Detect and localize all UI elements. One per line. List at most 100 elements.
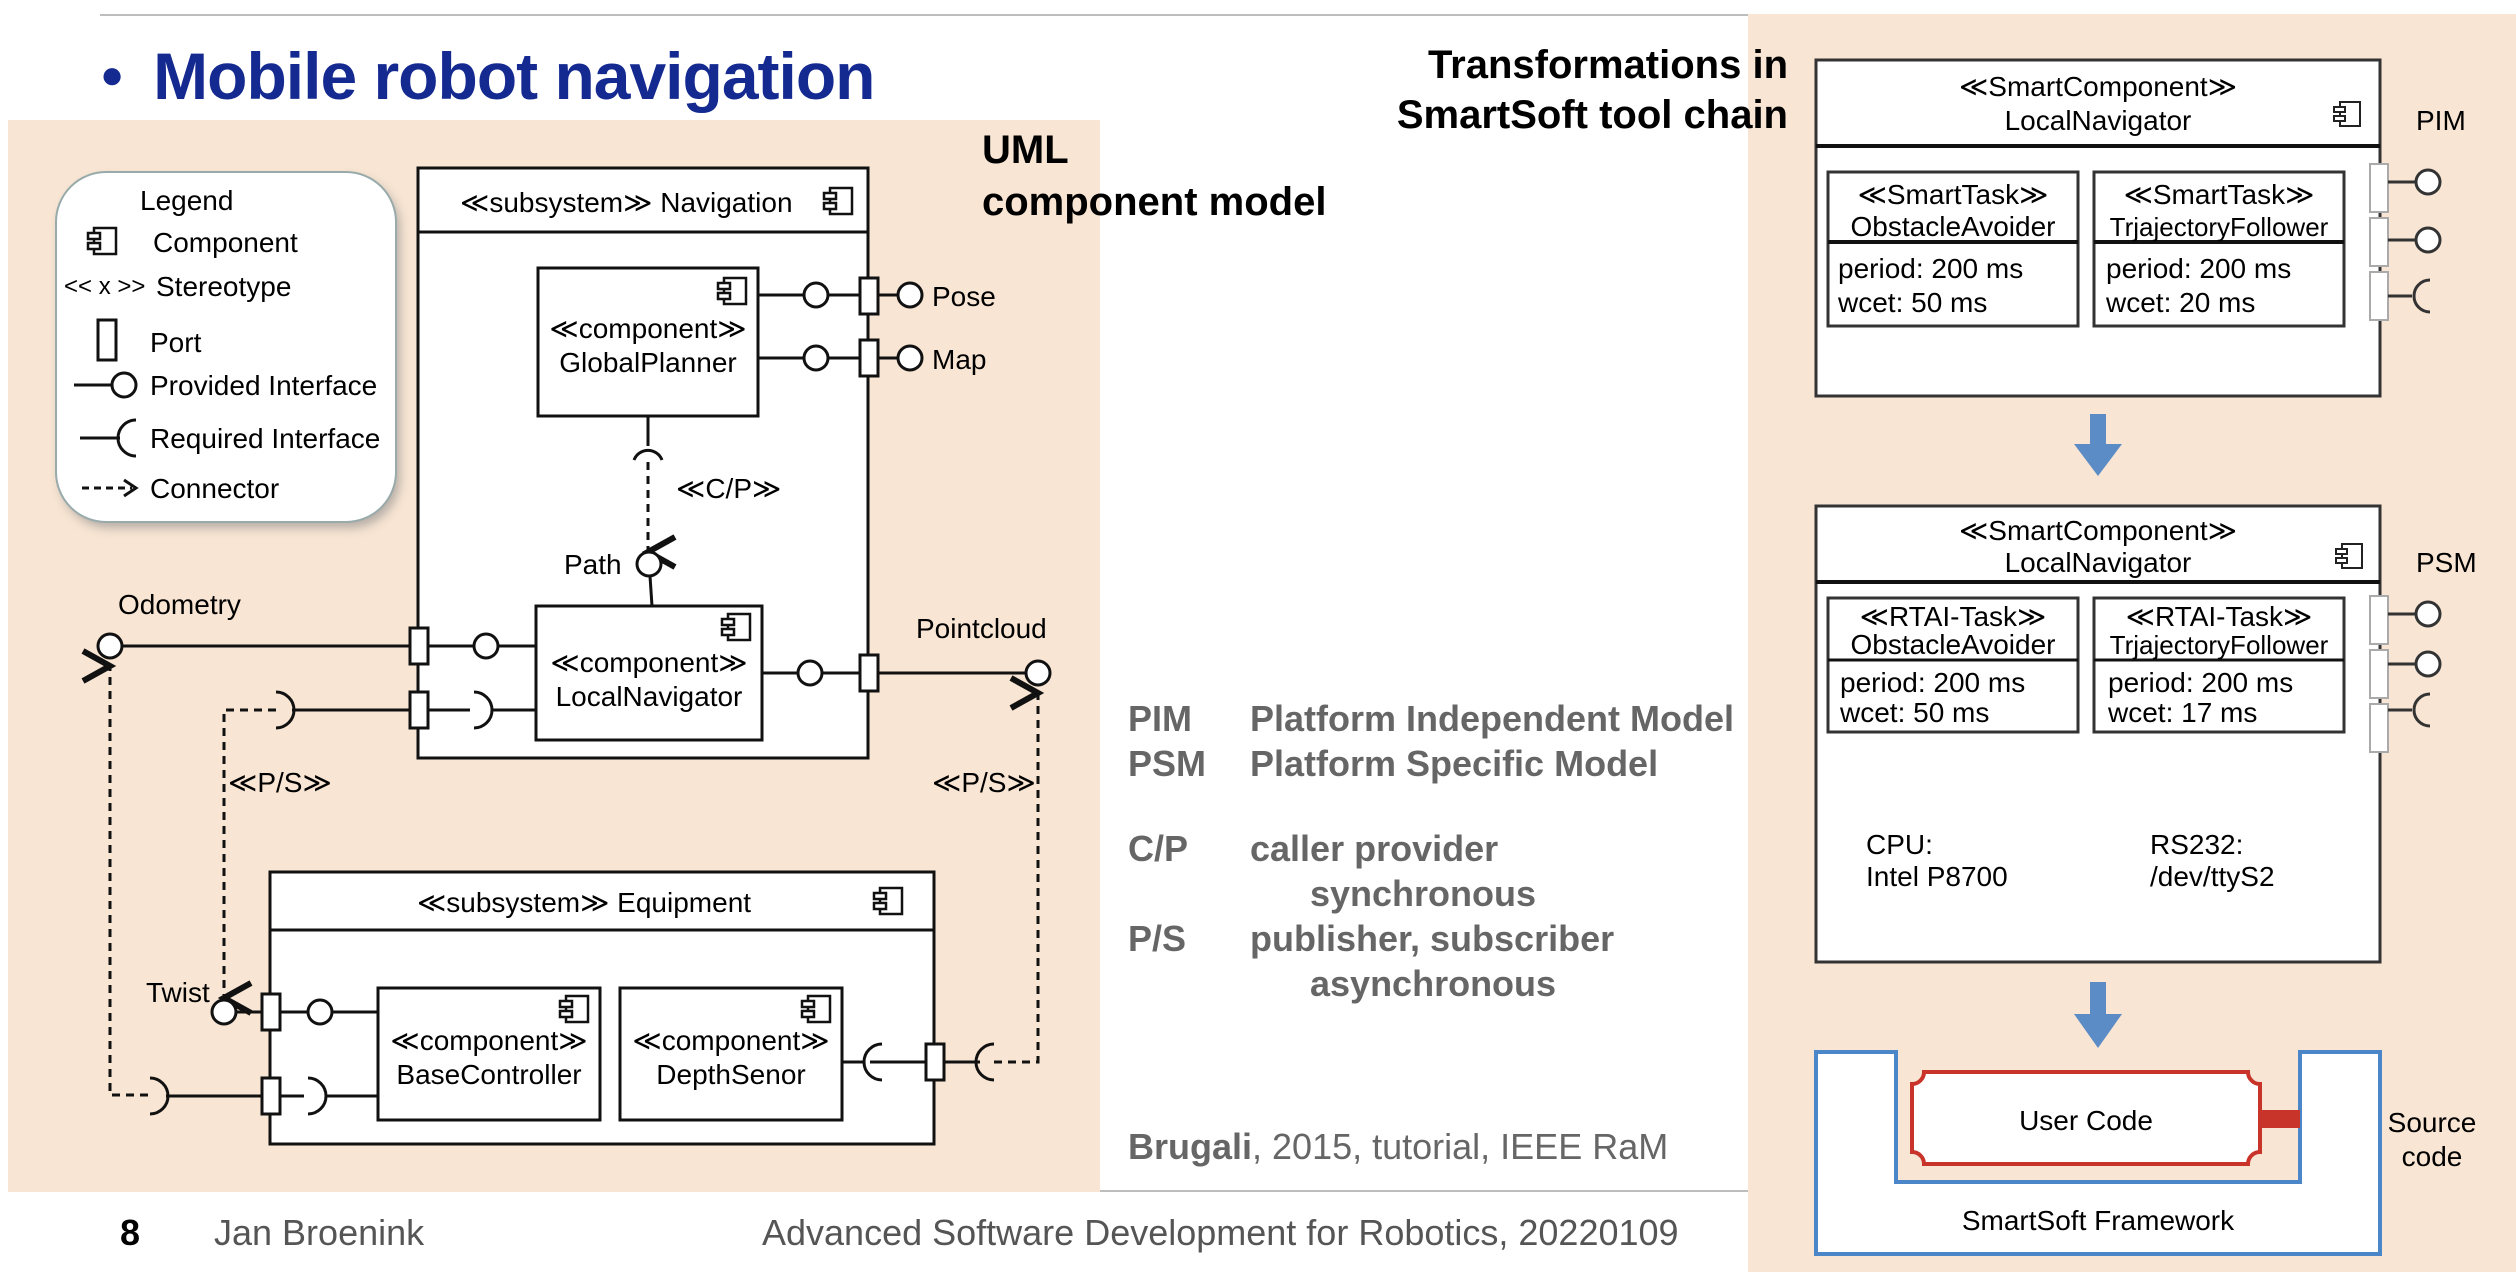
svg-text:≪C/P≫: ≪C/P≫ xyxy=(676,473,781,504)
odometry-required-interface xyxy=(149,1076,378,1116)
navigation-subsystem-title: ≪subsystem≫ Navigation xyxy=(460,187,793,218)
psm-ports xyxy=(2369,595,2442,753)
glossary-ps-detail: asynchronous xyxy=(1310,963,1557,1004)
psm-task-obstacleavoider: ≪RTAI-Task≫ ObstacleAvoider period: 200 … xyxy=(1826,596,2080,734)
smartsoft-panel: ≪SmartComponent≫ LocalNavigator PIM ≪Sma… xyxy=(1748,14,2516,1272)
footer-author: Jan Broenink xyxy=(214,1212,425,1253)
svg-text:≪component≫: ≪component≫ xyxy=(390,1025,587,1056)
cpu-value: Intel P8700 xyxy=(1866,861,2008,892)
cp-connector: ≪C/P≫ Path xyxy=(564,416,781,607)
rs232-value: /dev/ttyS2 xyxy=(2150,861,2275,892)
rs232-label: RS232: xyxy=(2150,829,2243,860)
bullet-dot: ● xyxy=(100,53,124,98)
footer-course: Advanced Software Development for Roboti… xyxy=(762,1212,1679,1253)
legend-box: Legend Component << x >> Stereotype Port… xyxy=(55,171,400,528)
svg-text:GlobalPlanner: GlobalPlanner xyxy=(559,347,736,378)
svg-text:period: 200 ms: period: 200 ms xyxy=(1838,253,2023,284)
map-interface: Map xyxy=(758,338,986,378)
psm-task-trajectoryfollower: ≪RTAI-Task≫ TrjajectoryFollower period: … xyxy=(2092,596,2346,734)
component-globalplanner: ≪component≫ GlobalPlanner xyxy=(536,266,760,418)
svg-text:TrjajectoryFollower: TrjajectoryFollower xyxy=(2110,630,2329,660)
smartsoft-diagram: ≪SmartComponent≫ LocalNavigator PIM ≪Sma… xyxy=(1814,58,2477,1256)
slide-title: ●Mobile robot navigation xyxy=(100,39,875,113)
svg-text:≪SmartTask≫: ≪SmartTask≫ xyxy=(2124,179,2315,210)
svg-text:LocalNavigator: LocalNavigator xyxy=(556,681,743,712)
pim-task-obstacleavoider: ≪SmartTask≫ ObstacleAvoider period: 200 … xyxy=(1826,170,2080,328)
svg-text:≪SmartTask≫: ≪SmartTask≫ xyxy=(1858,179,2049,210)
component-depthsenor: ≪component≫ DepthSenor xyxy=(618,986,844,1122)
svg-text:ObstacleAvoider: ObstacleAvoider xyxy=(1851,211,2056,242)
svg-text:Pose: Pose xyxy=(932,281,996,312)
legend-required-label: Required Interface xyxy=(150,423,380,454)
psm-smartcomponent: ≪SmartComponent≫ LocalNavigator PSM ≪RTA… xyxy=(1814,504,2477,964)
svg-text:DepthSenor: DepthSenor xyxy=(656,1059,805,1090)
legend-provided-label: Provided Interface xyxy=(150,370,377,401)
legend-port-label: Port xyxy=(150,327,202,358)
page-number: 8 xyxy=(120,1212,141,1253)
svg-text:LocalNavigator: LocalNavigator xyxy=(2005,105,2192,136)
svg-text:≪RTAI-Task≫: ≪RTAI-Task≫ xyxy=(1860,601,2047,632)
twist-interface: Twist xyxy=(146,977,378,1032)
svg-text:≪component≫: ≪component≫ xyxy=(550,647,747,678)
component-localnavigator: ≪component≫ LocalNavigator xyxy=(534,604,764,742)
svg-text:period: 200 ms: period: 200 ms xyxy=(2108,667,2293,698)
svg-text:≪component≫: ≪component≫ xyxy=(549,313,746,344)
uml-component-model-label: UML component model xyxy=(982,128,1327,224)
top-divider xyxy=(100,14,1760,16)
svg-text:LocalNavigator: LocalNavigator xyxy=(2005,547,2192,578)
svg-text:Pointcloud: Pointcloud xyxy=(916,613,1047,644)
cpu-label: CPU: xyxy=(1866,829,1933,860)
svg-text:Twist: Twist xyxy=(146,977,210,1008)
svg-text:period: 200 ms: period: 200 ms xyxy=(1840,667,2025,698)
svg-text:Map: Map xyxy=(932,344,986,375)
port-icon xyxy=(96,318,118,362)
framework-label: SmartSoft Framework xyxy=(1962,1205,2235,1236)
glossary-cp-detail: synchronous xyxy=(1310,873,1537,914)
component-basecontroller: ≪component≫ BaseController xyxy=(376,986,602,1122)
transform-arrow-icon xyxy=(2074,982,2122,1048)
bottom-divider xyxy=(1100,1190,1748,1192)
svg-text:wcet: 50 ms: wcet: 50 ms xyxy=(1837,287,1987,318)
pointcloud-interface: Pointcloud xyxy=(762,613,1052,693)
odometry-interface: Odometry xyxy=(96,589,536,666)
svg-text:BaseController: BaseController xyxy=(396,1059,581,1090)
smartsoft-framework: SmartSoft Framework xyxy=(1814,1050,2382,1256)
provided-interface-icon xyxy=(74,371,138,399)
svg-text:wcet: 50 ms: wcet: 50 ms xyxy=(1839,697,1989,728)
pim-ports xyxy=(2369,163,2442,321)
user-code-label: User Code xyxy=(2019,1105,2153,1136)
pim-smartcomponent: ≪SmartComponent≫ LocalNavigator PIM ≪Sma… xyxy=(1814,58,2466,398)
source-code-label-line2: code xyxy=(2402,1141,2463,1172)
equipment-subsystem-title: ≪subsystem≫ Equipment xyxy=(417,887,751,918)
ps-connector-right: ≪P/S≫ xyxy=(932,693,1038,1064)
user-code-block: User Code xyxy=(1910,1070,2300,1166)
legend-connector-label: Connector xyxy=(150,473,279,504)
required-interface-icon xyxy=(80,418,137,458)
svg-text:TrjajectoryFollower: TrjajectoryFollower xyxy=(2110,212,2329,242)
svg-text:≪P/S≫: ≪P/S≫ xyxy=(228,767,332,798)
svg-text:wcet: 17 ms: wcet: 17 ms xyxy=(2107,697,2257,728)
svg-text:≪SmartComponent≫: ≪SmartComponent≫ xyxy=(1959,71,2237,102)
svg-text:period: 200 ms: period: 200 ms xyxy=(2106,253,2291,284)
source-code-label: Source xyxy=(2388,1107,2477,1138)
ps-connector-left: ≪P/S≫ xyxy=(110,666,332,1097)
svg-text:≪SmartComponent≫: ≪SmartComponent≫ xyxy=(1959,515,2237,546)
transform-arrow-icon xyxy=(2074,414,2122,476)
stereotype-symbol: << x >> xyxy=(64,273,145,300)
pim-label: PIM xyxy=(2416,105,2466,136)
connector-icon xyxy=(82,478,139,498)
uml-diagram-panel: Legend Component << x >> Stereotype Port… xyxy=(8,120,1100,1192)
svg-text:≪RTAI-Task≫: ≪RTAI-Task≫ xyxy=(2126,601,2313,632)
uml-diagram: Legend Component << x >> Stereotype Port… xyxy=(55,166,1052,1146)
legend-stereotype-label: Stereotype xyxy=(156,271,291,302)
legend-component-label: Component xyxy=(153,227,298,258)
svg-text:wcet: 20 ms: wcet: 20 ms xyxy=(2105,287,2255,318)
pose-interface: Pose xyxy=(758,276,996,316)
svg-text:Path: Path xyxy=(564,549,622,580)
svg-text:≪component≫: ≪component≫ xyxy=(632,1025,829,1056)
psm-label: PSM xyxy=(2416,547,2477,578)
